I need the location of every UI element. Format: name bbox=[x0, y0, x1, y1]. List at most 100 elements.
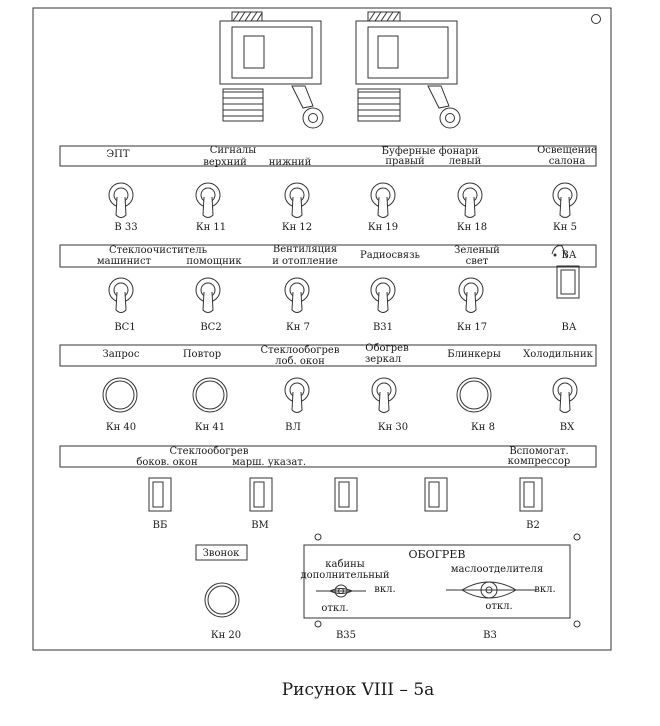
toggle-vl bbox=[284, 377, 310, 413]
row4-label-strip bbox=[59, 445, 597, 468]
heating-plate: ОБОГРЕВ кабины дополнительный маслоотдел… bbox=[300, 533, 581, 628]
label-signals-lower: нижний bbox=[269, 157, 312, 168]
label-compressor: компрессор bbox=[508, 456, 571, 467]
toggle-kn18 bbox=[457, 182, 483, 218]
row4-captions: ВБ ВМ В2 bbox=[153, 520, 540, 531]
caption-kn40: Кн 40 bbox=[106, 422, 136, 433]
rocker-vb bbox=[148, 477, 172, 512]
cabin-rotary-switch bbox=[316, 584, 366, 598]
toggle-v33 bbox=[108, 182, 134, 218]
button-kn8 bbox=[456, 377, 492, 413]
label-bell: Звонок bbox=[203, 548, 241, 559]
label-wiper-driver: машинист bbox=[97, 256, 152, 267]
label-side-glass-heat: Стеклообогрев bbox=[170, 446, 249, 457]
rocker-3 bbox=[334, 477, 358, 512]
label-refrigerator: Холодильник bbox=[523, 349, 593, 360]
toggle-v31 bbox=[370, 277, 396, 313]
label-signals-upper: верхний bbox=[203, 157, 247, 168]
label-cabin-extra: дополнительный bbox=[300, 570, 389, 581]
toggle-vh bbox=[552, 377, 578, 413]
label-buffer-right: правый bbox=[385, 156, 425, 167]
caption-vl: ВЛ bbox=[285, 422, 301, 433]
button-kn40 bbox=[102, 377, 138, 413]
row2-labels: Стеклоочиститель машинист помощник Венти… bbox=[97, 244, 577, 267]
caption-va: ВА bbox=[562, 322, 577, 333]
label-green: Зеленый bbox=[454, 245, 500, 256]
label-front-windows: лоб. окон bbox=[275, 356, 325, 367]
label-repeat: Повтор bbox=[183, 349, 221, 360]
label-buffer-lights: Буферные фонари bbox=[382, 146, 479, 157]
label-va-tag: ВА bbox=[562, 250, 577, 261]
caption-vm: ВМ bbox=[251, 520, 269, 531]
toggle-kn30 bbox=[371, 377, 397, 413]
label-cabin: кабины bbox=[325, 559, 365, 570]
right-meter bbox=[355, 11, 461, 129]
caption-v3: В3 bbox=[483, 630, 497, 641]
rocker-4 bbox=[424, 477, 448, 512]
row2-captions: ВС1 ВС2 Кн 7 В31 Кн 17 ВА bbox=[114, 322, 577, 333]
label-oil-separator: маслоотделителя bbox=[451, 564, 543, 575]
caption-v31: В31 bbox=[373, 322, 393, 333]
label-aux: Вспомогат. bbox=[509, 446, 568, 457]
label-oil-off: откл. bbox=[485, 601, 512, 612]
row3-captions: Кн 40 Кн 41 ВЛ Кн 30 Кн 8 ВХ bbox=[106, 422, 575, 433]
row1-toggle-switches bbox=[108, 182, 578, 218]
va-key-switch bbox=[551, 245, 580, 299]
caption-kn7: Кн 7 bbox=[286, 322, 310, 333]
label-heating: и отопление bbox=[272, 256, 338, 267]
panel-frame bbox=[32, 7, 612, 651]
label-cabin-off: откл. bbox=[321, 603, 348, 614]
toggle-kn5 bbox=[552, 182, 578, 218]
label-buffer-left: левый bbox=[449, 156, 482, 167]
caption-v33: В 33 bbox=[114, 222, 137, 233]
label-request: Запрос bbox=[103, 349, 140, 360]
caption-vb: ВБ bbox=[153, 520, 168, 531]
toggle-vs1 bbox=[108, 277, 134, 313]
button-kn41 bbox=[192, 377, 228, 413]
label-radio: Радиосвязь bbox=[360, 250, 421, 261]
row2-label-strip bbox=[59, 244, 597, 268]
rocker-vm bbox=[249, 477, 273, 512]
caption-kn20: Кн 20 bbox=[211, 630, 241, 641]
label-ept: ЭПТ bbox=[106, 149, 129, 160]
caption-vs2: ВС2 bbox=[200, 322, 221, 333]
caption-kn17: Кн 17 bbox=[457, 322, 487, 333]
toggle-kn17 bbox=[458, 277, 484, 313]
row3-label-strip bbox=[59, 344, 597, 367]
label-side-windows: боков. окон bbox=[136, 457, 198, 468]
row1-captions: В 33 Кн 11 Кн 12 Кн 19 Кн 18 Кн 5 bbox=[114, 222, 577, 233]
row1-label-strip bbox=[59, 145, 597, 167]
label-glass-heat: Стеклообогрев bbox=[261, 345, 340, 356]
label-signals: Сигналы bbox=[210, 145, 257, 156]
figure-title: Рисунок VIII – 5а bbox=[282, 680, 435, 700]
row2-toggle-switches bbox=[108, 277, 484, 313]
oil-rotary-switch bbox=[446, 581, 536, 599]
caption-kn19: Кн 19 bbox=[368, 222, 398, 233]
label-mirror-heat: Обогрев bbox=[365, 343, 409, 354]
row3-labels: Запрос Повтор Стеклообогрев лоб. окон Об… bbox=[103, 343, 594, 367]
caption-v35: В35 bbox=[336, 630, 356, 641]
label-light: свет bbox=[466, 256, 489, 267]
label-mirrors: зеркал bbox=[365, 354, 401, 365]
row4-rocker-switches bbox=[148, 477, 543, 512]
toggle-kn12 bbox=[284, 182, 310, 218]
caption-kn5: Кн 5 bbox=[553, 222, 577, 233]
mounting-hole bbox=[591, 14, 601, 24]
label-route-indicator: марш. указат. bbox=[232, 457, 306, 468]
label-oil-on: вкл. bbox=[534, 584, 555, 595]
label-salon: салона bbox=[549, 156, 586, 167]
caption-v2: В2 bbox=[526, 520, 540, 531]
row3-switches bbox=[102, 377, 492, 413]
label-wiper-assistant: помощник bbox=[186, 256, 242, 267]
label-heating-title: ОБОГРЕВ bbox=[409, 548, 466, 561]
button-kn20 bbox=[204, 582, 240, 618]
label-salon-light: Освещение bbox=[537, 145, 597, 156]
label-ventilation: Вентиляция bbox=[273, 244, 337, 255]
caption-kn8: Кн 8 bbox=[471, 422, 495, 433]
caption-vs1: ВС1 bbox=[114, 322, 135, 333]
label-wiper: Стеклоочиститель bbox=[109, 245, 208, 256]
caption-kn11: Кн 11 bbox=[196, 222, 226, 233]
caption-kn30: Кн 30 bbox=[378, 422, 408, 433]
